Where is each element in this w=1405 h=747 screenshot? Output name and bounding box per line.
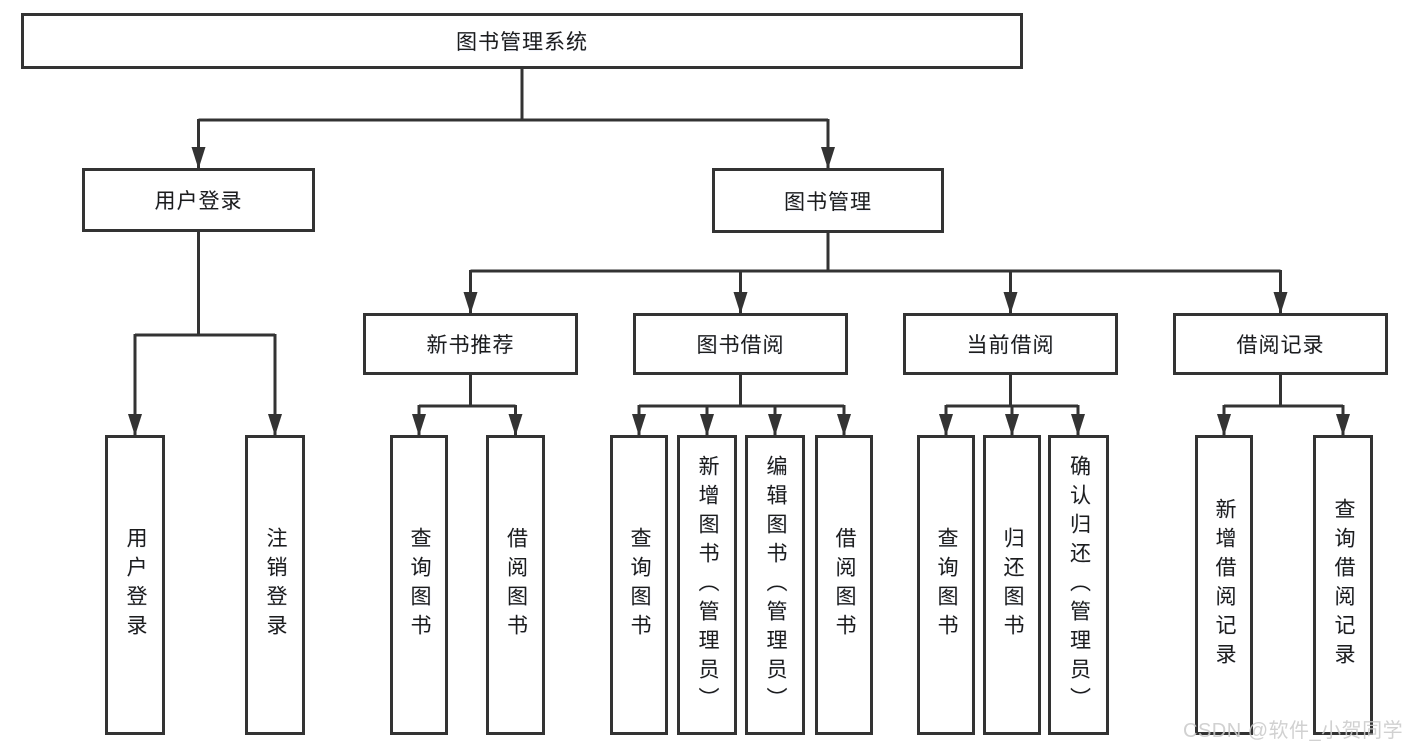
leaf-logout: 注销登录 (245, 435, 305, 735)
edge-current-to-leaves (939, 375, 1085, 436)
node-book-borrowing: 图书借阅 (633, 313, 848, 375)
node-book-management: 图书管理 (712, 168, 944, 233)
edge-root-to-level2 (191, 69, 835, 169)
edge-recommend-to-leaves (412, 375, 523, 436)
node-current-borrowing: 当前借阅 (903, 313, 1118, 375)
leaf-add-borrow-record: 新增借阅记录 (1195, 435, 1253, 735)
leaf-query-borrow-record: 查询借阅记录 (1313, 435, 1373, 735)
edge-borrow-to-leaves (632, 375, 851, 436)
leaf-add-books-admin: 新增图书（管理员） (677, 435, 737, 735)
edge-records-to-leaves (1217, 375, 1350, 436)
node-borrowing-records: 借阅记录 (1173, 313, 1388, 375)
leaf-borrow-books-recommend: 借阅图书 (486, 435, 545, 735)
leaf-query-books-recommend: 查询图书 (390, 435, 448, 735)
leaf-borrow-books: 借阅图书 (815, 435, 873, 735)
edge-book-management-to-level3 (463, 233, 1288, 314)
leaf-confirm-return-admin: 确认归还（管理员） (1048, 435, 1109, 735)
leaf-edit-books-admin: 编辑图书（管理员） (745, 435, 805, 735)
csdn-watermark: CSDN @软件_小贺同学 (1183, 720, 1404, 742)
edge-user-login-to-leaves (128, 232, 282, 436)
node-new-book-recommendation: 新书推荐 (363, 313, 578, 375)
leaf-user-login: 用户登录 (105, 435, 165, 735)
leaf-return-books: 归还图书 (983, 435, 1041, 735)
node-user-login: 用户登录 (82, 168, 315, 232)
node-library-management-system: 图书管理系统 (21, 13, 1023, 69)
leaf-query-books-current: 查询图书 (917, 435, 975, 735)
leaf-query-books-borrow: 查询图书 (610, 435, 668, 735)
